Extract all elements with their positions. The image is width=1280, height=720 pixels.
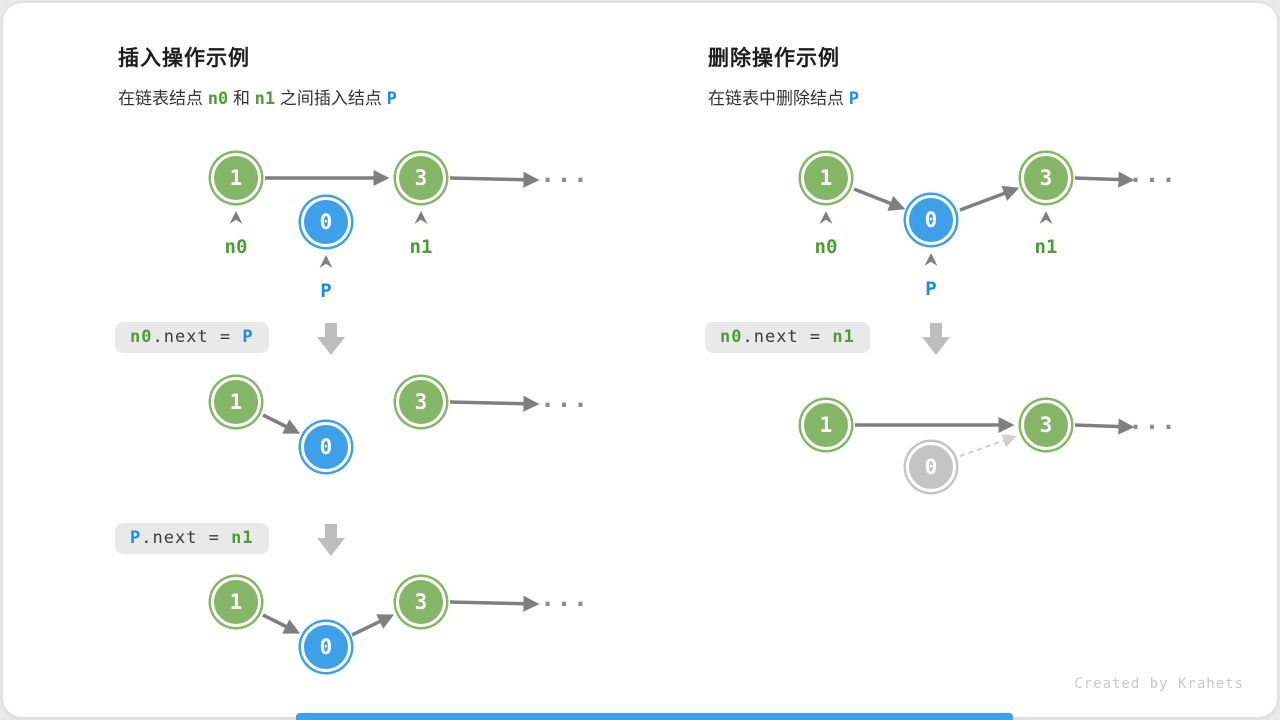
node-label-n1: n1 <box>409 236 433 258</box>
text-segment: n1 <box>231 528 254 548</box>
node-value: 3 <box>1039 413 1053 437</box>
ellipsis: ... <box>540 160 590 188</box>
ellipsis: ... <box>1128 407 1178 435</box>
node-value: 1 <box>229 166 243 190</box>
text-segment: 在链表中删除结点 <box>708 89 849 108</box>
list-node: 3 <box>1021 400 1071 450</box>
node-value: 3 <box>414 166 428 190</box>
text-segment: P <box>242 327 254 347</box>
node-value: 0 <box>319 435 333 459</box>
node-label-p: P <box>925 278 937 300</box>
node-label-n0: n0 <box>814 236 838 258</box>
text-segment: P <box>848 89 859 109</box>
text-segment: 之间插入结点 <box>275 89 387 108</box>
text-segment: n0 <box>130 327 153 347</box>
text-segment: .next = <box>742 327 833 347</box>
credit-text: Created by Krahets <box>1074 676 1244 692</box>
text-segment: 和 <box>228 89 255 108</box>
bottom-accent-bar <box>296 713 1013 720</box>
list-node: 0 <box>301 197 351 247</box>
node-value: 1 <box>229 390 243 414</box>
delete-section-title: 删除操作示例 <box>708 47 840 70</box>
node-label-p: P <box>320 280 332 302</box>
list-node: 3 <box>396 153 446 203</box>
insert-section-title: 插入操作示例 <box>118 47 250 70</box>
node-value: 1 <box>229 590 243 614</box>
node-value: 3 <box>1039 166 1053 190</box>
node-value: 0 <box>924 208 938 232</box>
code-chip: n0.next = n1 <box>705 322 870 353</box>
node-value: 0 <box>924 455 938 479</box>
node-value: 0 <box>319 635 333 659</box>
node-value: 3 <box>414 390 428 414</box>
ellipsis: ... <box>1128 160 1178 188</box>
list-node: 0 <box>906 195 956 245</box>
node-value: 1 <box>819 413 833 437</box>
ellipsis: ... <box>540 584 590 612</box>
list-node: 1 <box>801 153 851 203</box>
list-node: 1 <box>211 153 261 203</box>
list-node: 0 <box>301 422 351 472</box>
node-value: 1 <box>819 166 833 190</box>
list-node: 1 <box>211 377 261 427</box>
text-segment: .next = <box>152 327 243 347</box>
list-node: 1 <box>801 400 851 450</box>
list-node: 1 <box>211 577 261 627</box>
ellipsis: ... <box>540 385 590 413</box>
node-value: 0 <box>319 210 333 234</box>
text-segment: n0 <box>720 327 743 347</box>
delete-section-subtitle: 在链表中删除结点 P <box>708 84 859 109</box>
node-label-n1: n1 <box>1034 236 1058 258</box>
text-segment: n1 <box>832 327 855 347</box>
code-chip: P.next = n1 <box>115 523 269 554</box>
removed-list-node: 0 <box>906 442 956 492</box>
text-segment: P <box>386 89 397 109</box>
text-segment: n1 <box>254 89 276 109</box>
list-node: 3 <box>1021 153 1071 203</box>
text-segment: n0 <box>207 89 229 109</box>
list-node: 3 <box>396 377 446 427</box>
text-segment: .next = <box>141 528 232 548</box>
code-chip: n0.next = P <box>115 322 269 353</box>
insert-section-subtitle: 在链表结点 n0 和 n1 之间插入结点 P <box>118 84 397 109</box>
text-segment: P <box>130 528 142 548</box>
text-segment: 在链表结点 <box>118 89 208 108</box>
list-node: 3 <box>396 577 446 627</box>
node-label-n0: n0 <box>224 236 248 258</box>
list-node: 0 <box>301 622 351 672</box>
node-value: 3 <box>414 590 428 614</box>
